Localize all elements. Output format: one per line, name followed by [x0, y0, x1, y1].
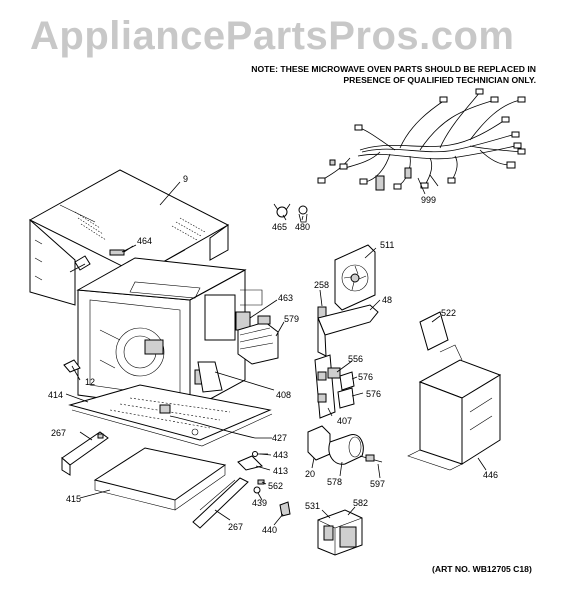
capacitor-578[interactable] [328, 434, 364, 465]
label-440[interactable]: 440 [262, 525, 277, 535]
label-439[interactable]: 439 [252, 498, 267, 508]
label-12[interactable]: 12 [85, 377, 95, 387]
vent-holes [74, 211, 206, 241]
label-413[interactable]: 413 [273, 466, 288, 476]
fastener-465[interactable] [273, 203, 291, 218]
part-48[interactable] [317, 304, 379, 357]
label-443[interactable]: 443 [273, 450, 288, 460]
label-267-right[interactable]: 267 [228, 522, 243, 532]
label-576-upper[interactable]: 576 [358, 372, 373, 382]
label-414[interactable]: 414 [48, 390, 63, 400]
part-number-labels: 9 464 465 480 999 511 258 48 463 579 408… [48, 174, 498, 535]
fan-motor-511[interactable] [334, 244, 376, 311]
part-440[interactable] [279, 501, 291, 517]
outer-case-9[interactable] [28, 169, 230, 306]
label-597[interactable]: 597 [370, 479, 385, 489]
safety-note-line2: PRESENCE OF QUALIFIED TECHNICIAN ONLY. [343, 75, 536, 85]
safety-note: NOTE: THESE MICROWAVE OVEN PARTS SHOULD … [236, 64, 536, 86]
label-465[interactable]: 465 [272, 222, 287, 232]
fastener-480[interactable] [298, 205, 308, 223]
label-48[interactable]: 48 [382, 295, 392, 305]
bottom-shield-415[interactable] [93, 447, 227, 511]
part-522[interactable] [419, 311, 449, 351]
label-446[interactable]: 446 [483, 470, 498, 480]
label-480[interactable]: 480 [295, 222, 310, 232]
part-20[interactable] [307, 425, 331, 461]
label-582[interactable]: 582 [353, 498, 368, 508]
label-579[interactable]: 579 [284, 314, 299, 324]
label-556[interactable]: 556 [348, 354, 363, 364]
label-562[interactable]: 562 [268, 481, 283, 491]
label-20[interactable]: 20 [305, 469, 315, 479]
part-413[interactable] [237, 455, 263, 471]
safety-note-line1: NOTE: THESE MICROWAVE OVEN PARTS SHOULD … [251, 64, 536, 74]
transformer-531[interactable] [317, 509, 363, 556]
label-463[interactable]: 463 [278, 293, 293, 303]
label-9[interactable]: 9 [183, 174, 188, 184]
leader-lines [65, 177, 487, 526]
cover-446[interactable] [407, 344, 502, 471]
oven-cavity [76, 257, 263, 411]
rail-267-right[interactable] [192, 477, 249, 529]
label-999[interactable]: 999 [421, 195, 436, 205]
switch-576-lower[interactable] [337, 387, 355, 409]
label-578[interactable]: 578 [327, 477, 342, 487]
label-258[interactable]: 258 [314, 280, 329, 290]
label-531[interactable]: 531 [305, 501, 320, 511]
label-267-left[interactable]: 267 [51, 428, 66, 438]
part-562[interactable] [257, 479, 265, 485]
part-439[interactable] [253, 486, 261, 494]
part-427[interactable] [169, 415, 256, 439]
label-464[interactable]: 464 [137, 236, 152, 246]
bracket-408[interactable] [197, 361, 223, 393]
label-415[interactable]: 415 [66, 494, 81, 504]
label-407[interactable]: 407 [337, 416, 352, 426]
label-427[interactable]: 427 [272, 433, 287, 443]
magnetron-579[interactable] [237, 315, 279, 365]
base-plate-414[interactable] [68, 384, 273, 447]
switch-bracket-407[interactable] [314, 354, 336, 419]
switch-576-upper[interactable] [339, 371, 355, 391]
diode-597[interactable] [359, 454, 383, 463]
art-number: (ART NO. WB12705 C18) [432, 564, 532, 574]
rail-267-left[interactable] [61, 431, 109, 476]
wire-harness-999[interactable] [317, 88, 526, 191]
label-576-lower[interactable]: 576 [366, 389, 381, 399]
switch-556[interactable] [327, 367, 341, 379]
label-522[interactable]: 522 [441, 308, 456, 318]
watermark: AppliancePartsPros.com [30, 14, 515, 58]
label-511[interactable]: 511 [380, 240, 394, 250]
label-408[interactable]: 408 [276, 390, 291, 400]
